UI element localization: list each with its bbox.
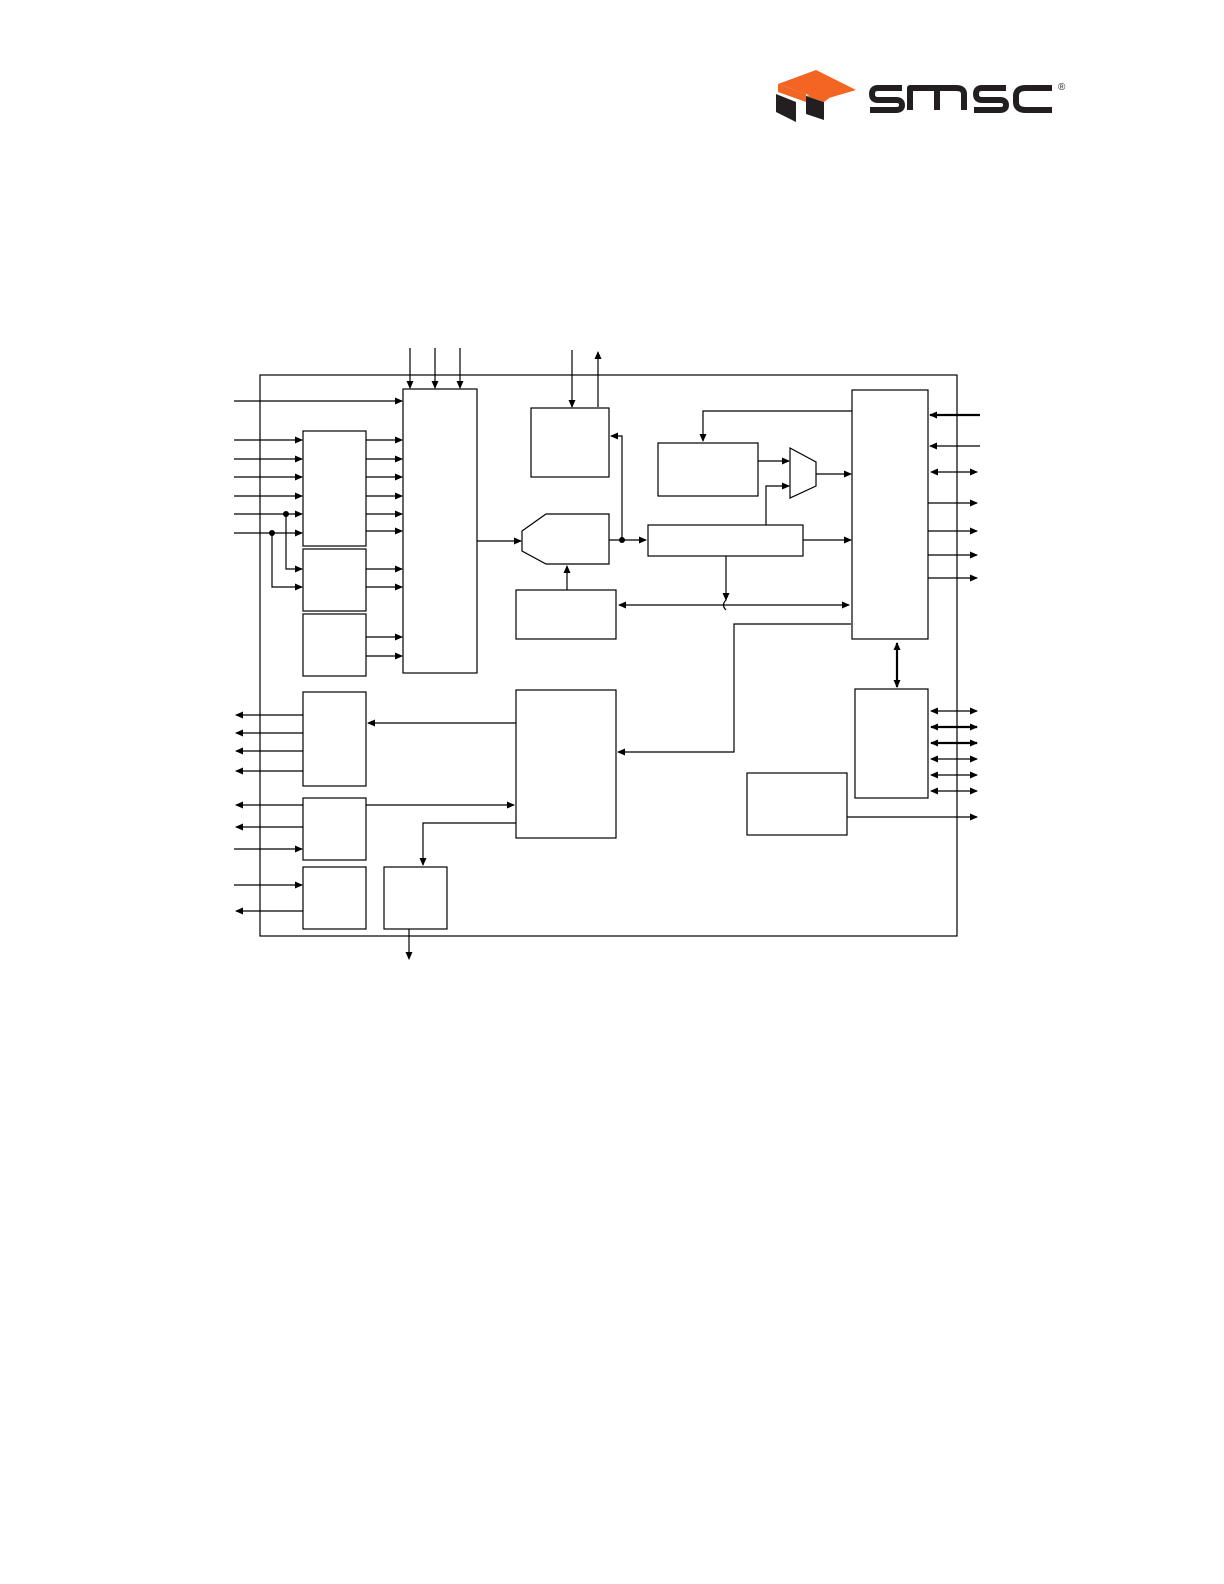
wordmark-letter-s2 [973, 85, 1009, 113]
emblem-dark-left [776, 94, 796, 122]
left-input-pins [234, 397, 403, 591]
emblem-orange-left [778, 84, 806, 102]
left-output-block-1 [302, 691, 367, 787]
left-block-outputs [366, 436, 403, 660]
upper-right-block [657, 442, 759, 497]
small-mux [789, 446, 817, 499]
lower-right-block [854, 688, 929, 799]
smsc-emblem-icon [776, 70, 856, 122]
left-input-block-2 [302, 548, 367, 612]
left-output-block-3 [302, 866, 367, 930]
top-middle-pins [568, 350, 602, 408]
wordmark-letter-s1 [869, 85, 905, 113]
wordmark-letter-c [1013, 85, 1052, 113]
wordmark-letter-m [907, 85, 967, 110]
left-output-pins [234, 711, 303, 915]
selector-control-block [515, 589, 617, 640]
central-input-block [402, 388, 478, 674]
central-control-block [515, 689, 617, 839]
selector-block [521, 513, 610, 565]
left-input-block-3 [302, 613, 367, 677]
emblem-dark-right [806, 96, 824, 120]
smsc-logo: ® [776, 70, 1066, 122]
left-output-block-2 [302, 797, 367, 861]
register-block [647, 524, 804, 557]
emblem-orange-mid [806, 92, 832, 102]
bottom-output-block [383, 866, 448, 930]
right-upper-pins [928, 411, 980, 582]
top-middle-block [530, 407, 610, 478]
left-input-block-1 [302, 430, 367, 547]
smsc-wordmark [869, 85, 1052, 113]
emblem-orange-top [778, 70, 856, 100]
standalone-block [746, 772, 848, 836]
chip-boundary [259, 374, 958, 937]
registered-mark: ® [1058, 82, 1066, 93]
right-lower-pins [930, 707, 978, 795]
top-input-pins [406, 348, 464, 389]
right-interface-block [851, 389, 929, 640]
